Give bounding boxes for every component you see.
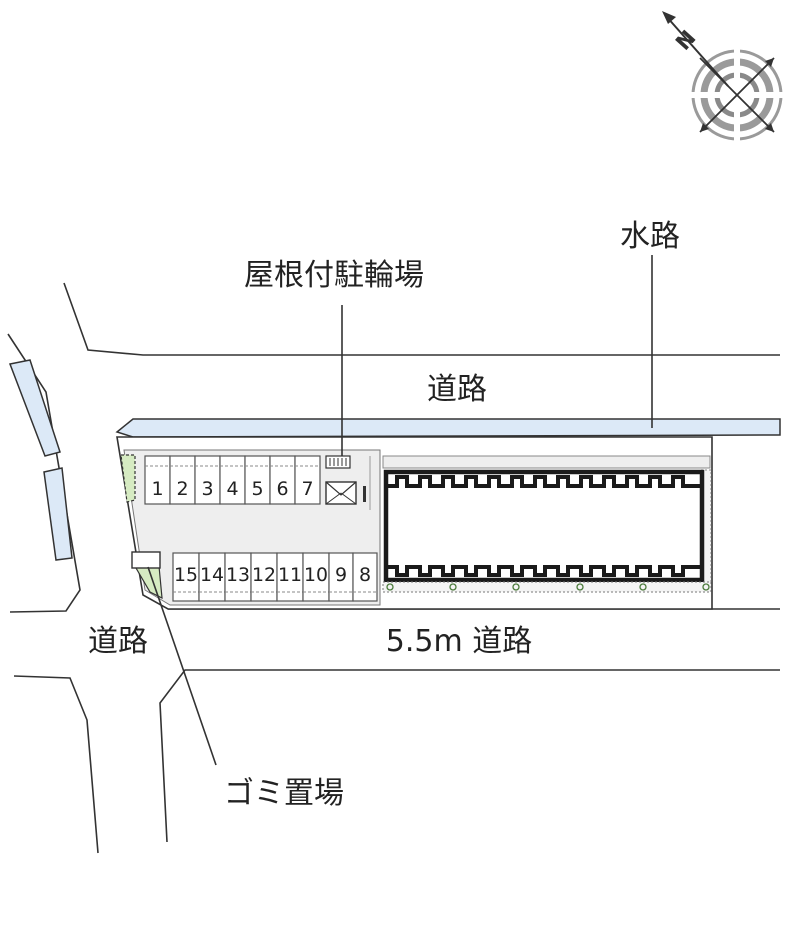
road-left-lower-west-edge (13, 675, 99, 854)
waterway-left (8, 359, 73, 561)
label-garbage-area: ゴミ置場 (224, 776, 344, 811)
label-road-bottom: 5.5m 道路 (386, 624, 532, 659)
svg-text:6: 6 (276, 478, 288, 500)
parking-space-6: 6 (269, 455, 296, 505)
svg-text:8: 8 (359, 564, 371, 586)
building-unit-pattern-bottom (384, 565, 702, 580)
svg-text:10: 10 (304, 564, 328, 586)
svg-text:15: 15 (174, 564, 198, 586)
parking-space-1: 1 (144, 455, 171, 505)
covered-bike-parking (325, 455, 371, 510)
svg-text:11: 11 (278, 564, 302, 586)
road-top-north-edge (63, 282, 780, 356)
waterway-strip (115, 418, 781, 438)
parking-row-bottom: 15 14 13 12 11 10 9 (172, 552, 378, 602)
label-road-left: 道路 (88, 624, 148, 659)
svg-text:1: 1 (151, 478, 163, 500)
parking-space-7: 7 (294, 455, 321, 505)
road-left-lower-east-edge (159, 669, 780, 843)
svg-text:9: 9 (335, 564, 347, 586)
parking-space-4: 4 (219, 455, 246, 505)
svg-text:12: 12 (252, 564, 276, 586)
parking-space-2: 2 (169, 455, 196, 505)
greenery-strip-top (120, 454, 136, 503)
parking-space-12: 12 (250, 552, 278, 602)
parking-space-10: 10 (302, 552, 330, 602)
parking-space-13: 13 (224, 552, 252, 602)
compass: N (662, 11, 783, 141)
parking-space-9: 9 (328, 552, 354, 602)
label-waterway: 水路 (620, 219, 680, 254)
svg-text:4: 4 (226, 478, 238, 500)
parking-space-3: 3 (194, 455, 221, 505)
svg-text:13: 13 (226, 564, 250, 586)
parking-row-top: 1 2 3 4 5 6 7 (144, 455, 321, 505)
compass-rose-icon (691, 49, 783, 141)
parking-space-11: 11 (276, 552, 304, 602)
hedge-shrubs (386, 583, 710, 591)
svg-text:2: 2 (176, 478, 188, 500)
parking-space-8: 8 (352, 552, 378, 602)
leader-line-garbage (147, 566, 217, 766)
building-outline (383, 469, 705, 583)
apartment-building (382, 455, 712, 593)
label-covered-bike-parking: 屋根付駐輪場 (244, 258, 424, 293)
building-walkway (382, 455, 711, 469)
svg-text:7: 7 (301, 478, 313, 500)
north-arrow-icon: N (662, 11, 729, 87)
svg-text:3: 3 (201, 478, 213, 500)
svg-text:5: 5 (251, 478, 263, 500)
svg-text:14: 14 (200, 564, 224, 586)
parking-space-15: 15 (172, 552, 200, 602)
building-hedge (382, 581, 712, 593)
building-unit-pattern-top (384, 472, 702, 488)
garbage-area (131, 551, 161, 569)
parking-space-14: 14 (198, 552, 226, 602)
label-road-top: 道路 (427, 372, 487, 407)
parking-space-5: 5 (244, 455, 271, 505)
